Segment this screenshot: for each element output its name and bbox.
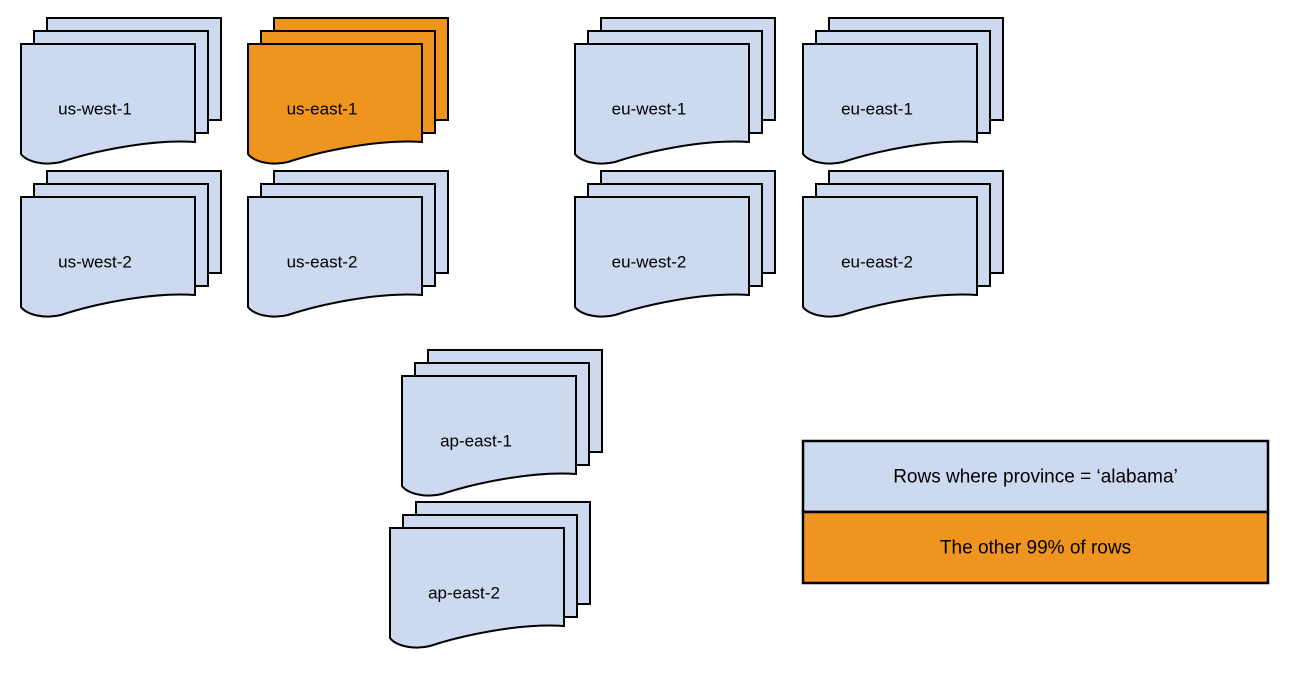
document-stack-ap-east-1[interactable]: ap-east-1 — [401, 349, 603, 497]
document-stack-us-east-1[interactable]: us-east-1 — [247, 17, 449, 165]
legend-label-legend-rows-alabama: Rows where province = ‘alabama’ — [893, 467, 1178, 488]
stacks-group: us-west-1 us-east-1 eu-west-1 eu-east-1 us-w… — [20, 17, 1004, 649]
stack-front-sheet-eu-east-1 — [802, 43, 978, 165]
stack-label-eu-west-1: eu-west-1 — [612, 99, 687, 118]
stack-front-sheet-ap-east-2 — [389, 527, 565, 649]
document-stack-us-west-2[interactable]: us-west-2 — [20, 170, 222, 318]
stack-front-sheet-eu-west-2 — [574, 196, 750, 318]
legend-row-legend-rows-alabama: Rows where province = ‘alabama’ — [801, 439, 1270, 514]
stack-front-sheet-eu-east-2 — [802, 196, 978, 318]
legend-row-legend-other-rows: The other 99% of rows — [801, 510, 1270, 585]
stack-label-ap-east-2: ap-east-2 — [428, 583, 500, 602]
stack-front-sheet-us-east-1 — [247, 43, 423, 165]
stack-label-ap-east-1: ap-east-1 — [440, 431, 512, 450]
document-stack-us-west-1[interactable]: us-west-1 — [20, 17, 222, 165]
document-stack-eu-west-2[interactable]: eu-west-2 — [574, 170, 776, 318]
stack-label-eu-east-2: eu-east-2 — [841, 252, 913, 271]
document-stack-eu-east-2[interactable]: eu-east-2 — [802, 170, 1004, 318]
stack-label-us-east-1: us-east-1 — [287, 99, 358, 118]
document-stack-us-east-2[interactable]: us-east-2 — [247, 170, 449, 318]
stack-front-sheet-us-west-1 — [20, 43, 196, 165]
stack-label-us-east-2: us-east-2 — [287, 252, 358, 271]
stack-front-sheet-eu-west-1 — [574, 43, 750, 165]
stack-label-us-west-1: us-west-1 — [58, 99, 132, 118]
stack-front-sheet-us-east-2 — [247, 196, 423, 318]
legend-swatch-rows_alabama — [801, 439, 1270, 514]
stack-label-us-west-2: us-west-2 — [58, 252, 132, 271]
document-stack-eu-east-1[interactable]: eu-east-1 — [802, 17, 1004, 165]
stack-label-eu-west-2: eu-west-2 — [612, 252, 687, 271]
legend-group: Rows where province = ‘alabama’ The other… — [801, 439, 1270, 585]
document-stack-eu-west-1[interactable]: eu-west-1 — [574, 17, 776, 165]
stack-label-eu-east-1: eu-east-1 — [841, 99, 913, 118]
stack-front-sheet-ap-east-1 — [401, 375, 577, 497]
document-stack-ap-east-2[interactable]: ap-east-2 — [389, 501, 591, 649]
stack-front-sheet-us-west-2 — [20, 196, 196, 318]
legend-label-legend-other-rows: The other 99% of rows — [940, 538, 1131, 559]
legend-swatch-other_rows — [801, 510, 1270, 585]
